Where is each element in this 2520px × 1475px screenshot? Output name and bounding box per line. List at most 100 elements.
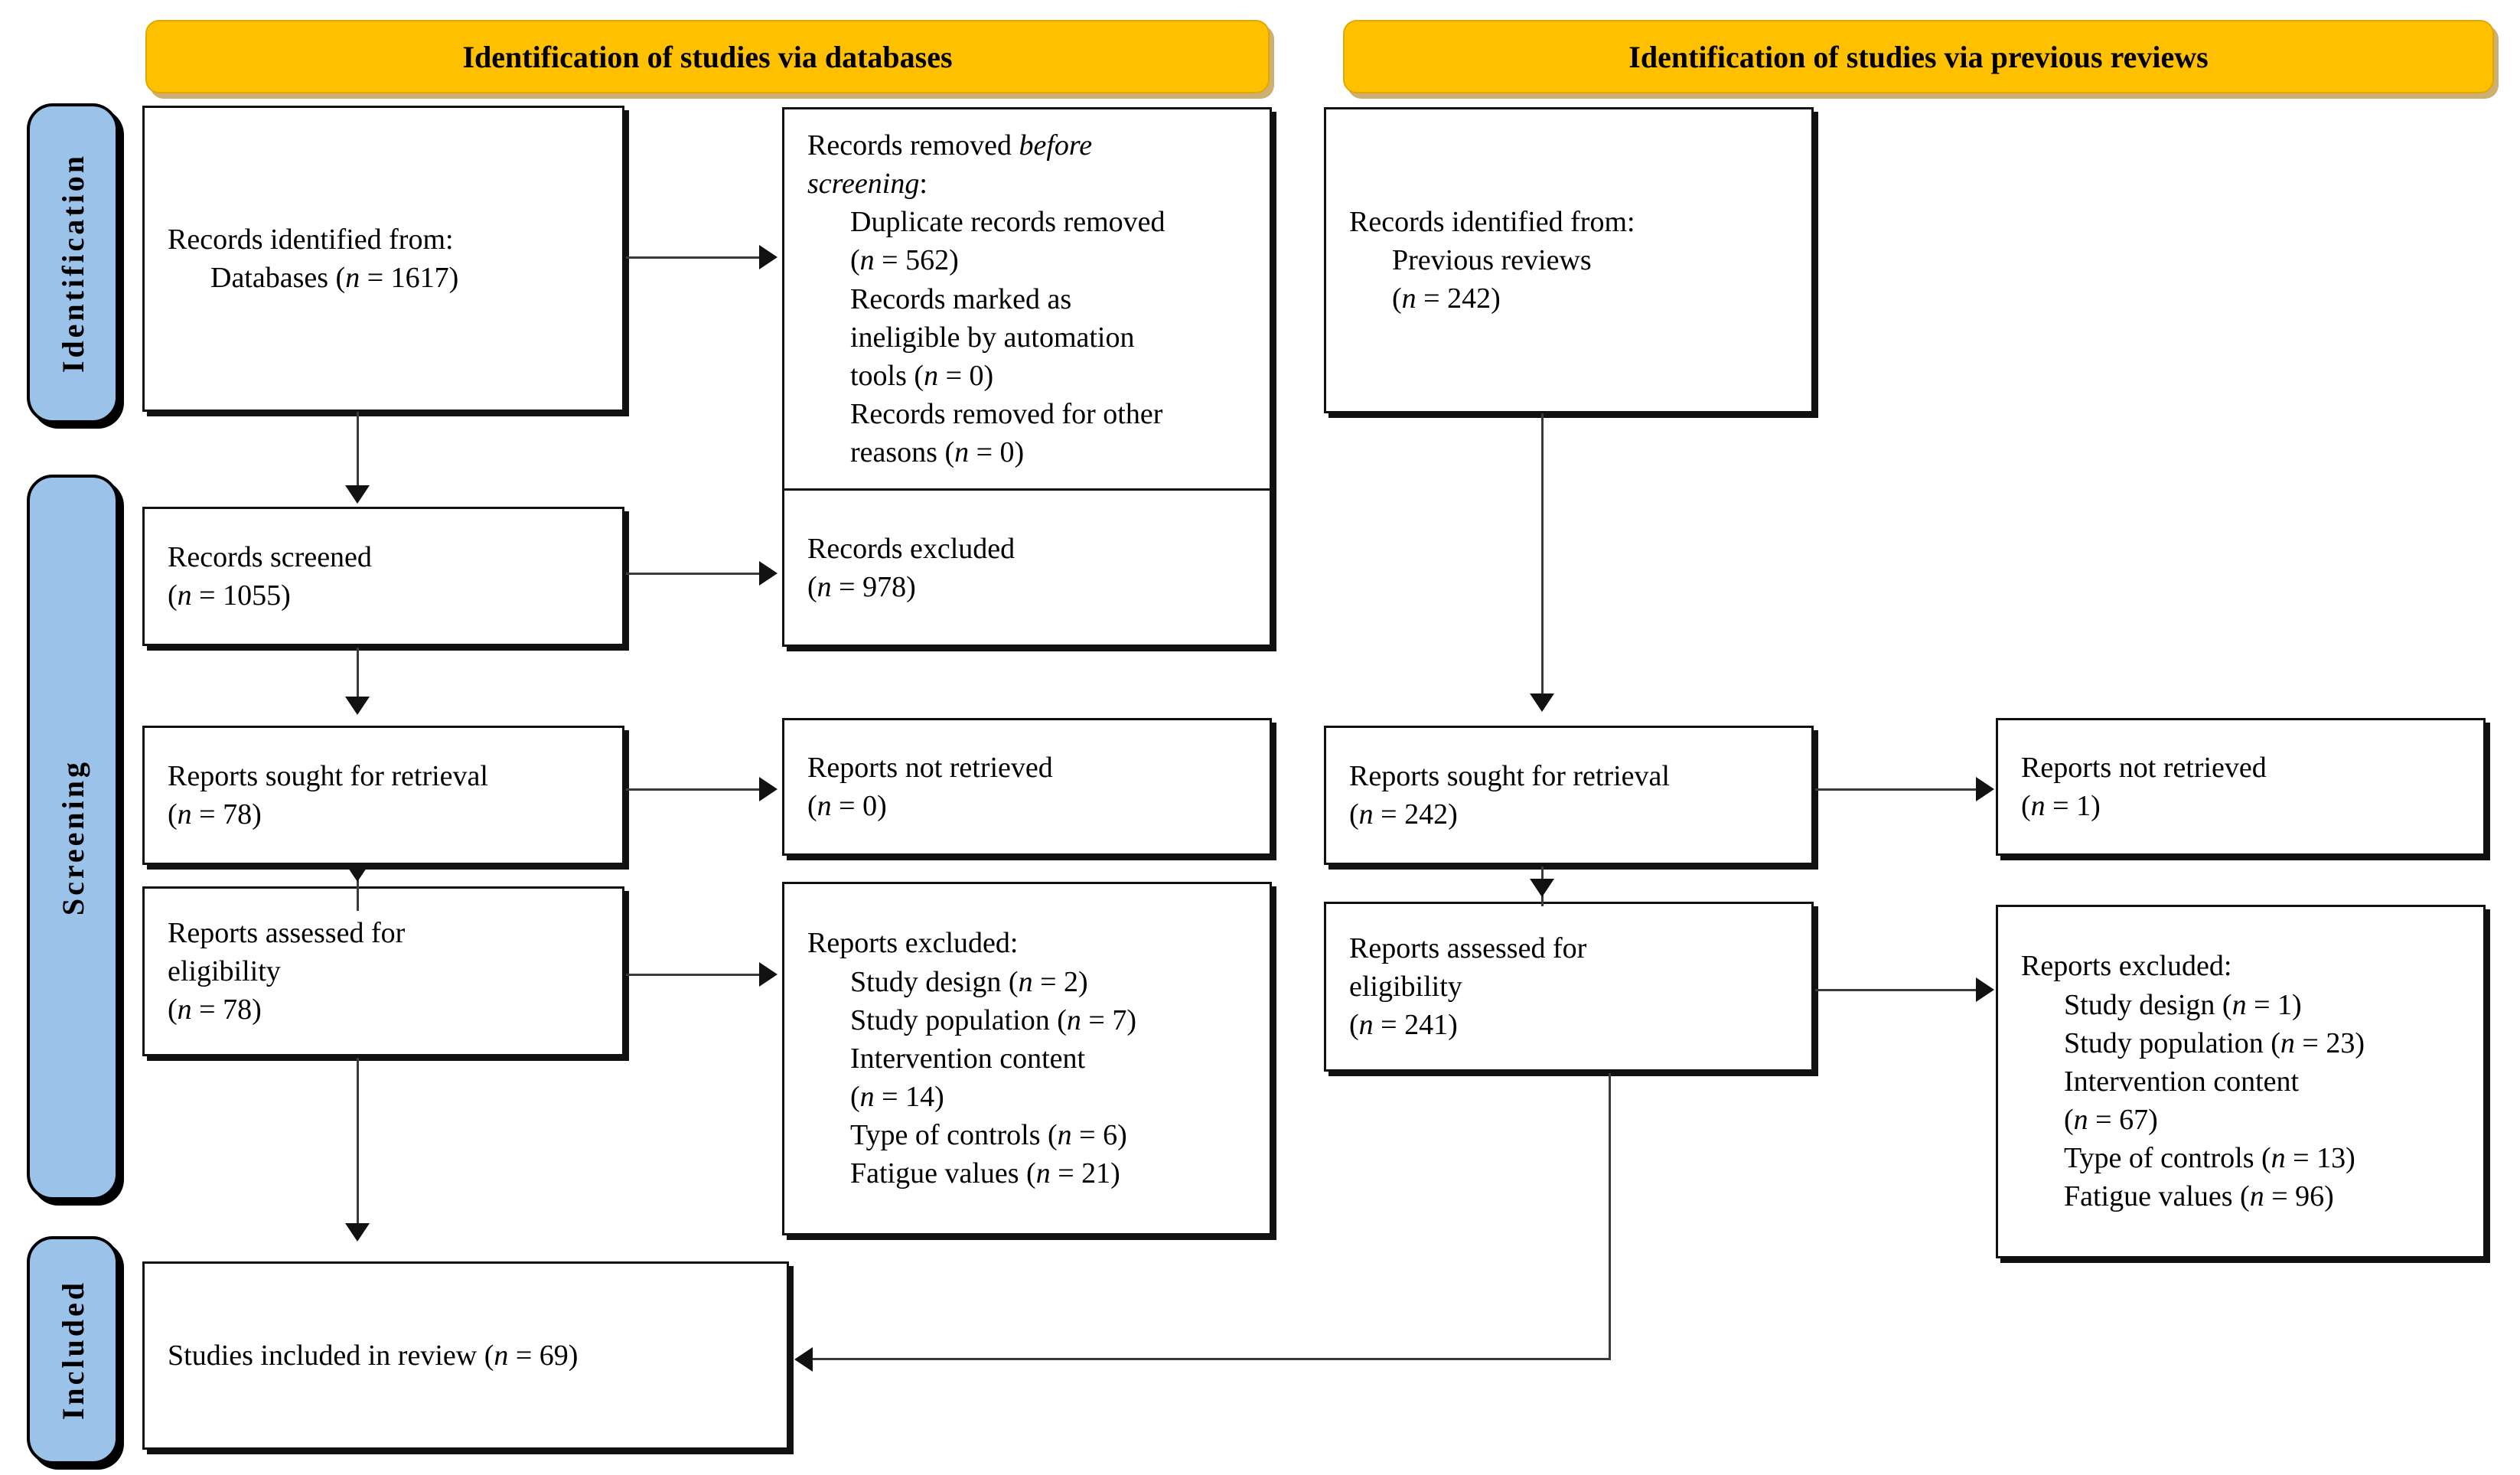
connector-assessed-to-reports-excluded [626, 974, 761, 976]
arrowhead-assessed-to-included [345, 1223, 370, 1242]
connector-prev-identified-to-sought [1541, 413, 1544, 697]
phase-tab-identification: Identification [27, 103, 119, 423]
reports-excluded-prev-item-2: Intervention content [2064, 1065, 2300, 1098]
connector-screened-to-excluded [626, 573, 761, 575]
reports-excluded-databases-item-2: Intervention content [850, 1042, 1086, 1075]
reports-excluded-databases-item-3: (n = 14) [850, 1081, 944, 1114]
reports-assessed-databases-line3: (n = 78) [168, 994, 262, 1026]
arrowhead-identified-to-removed [759, 245, 778, 269]
reports-excluded-prev-item-5: Fatigue values (n = 96) [2064, 1180, 2334, 1213]
reports-sought-databases-line2: (n = 78) [168, 798, 262, 831]
arrowhead-prev-identified-to-sought [1530, 693, 1554, 712]
arrowhead-prev-sought-to-not-retrieved [1976, 777, 1994, 801]
studies-included-line1: Studies included in review (n = 69) [168, 1339, 579, 1372]
banner-previous-reviews: Identification of studies via previous r… [1343, 20, 2494, 93]
records-removed-item-0: Duplicate records removed [850, 206, 1165, 239]
records-identified-line1: Records identified from: [168, 223, 454, 256]
box-reports-excluded-previous-reviews: Reports excluded: Study design (n = 1) S… [1996, 905, 2486, 1258]
records-removed-heading-line2: screening: [807, 165, 1247, 203]
records-identified-prev-line1: Records identified from: [1349, 205, 1635, 238]
reports-excluded-databases-item-1: Study population (n = 7) [850, 1003, 1136, 1036]
box-records-removed-and-excluded: Records removed before screening: Duplic… [782, 107, 1272, 647]
connector-identified-to-removed [626, 256, 761, 259]
records-removed-item-4: tools (n = 0) [850, 359, 994, 392]
records-excluded-line1: Records excluded [807, 532, 1015, 565]
reports-sought-prev-line2: (n = 242) [1349, 798, 1458, 831]
connector-sought-to-not-retrieved [626, 788, 761, 791]
records-removed-before-screening: Records removed before screening: Duplic… [784, 109, 1270, 491]
banner-databases: Identification of studies via databases [145, 20, 1270, 93]
arrowhead-screened-to-sought [345, 697, 370, 715]
arrowhead-assessed-to-reports-excluded [759, 962, 778, 987]
box-records-identified-previous-reviews: Records identified from: Previous review… [1324, 107, 1814, 413]
records-identified-line2: Databases (n = 1617) [210, 262, 459, 294]
connector-screened-to-sought [357, 648, 359, 698]
records-identified-prev-line2: Previous reviews [1392, 243, 1592, 276]
records-identified-prev-line3: (n = 242) [1392, 282, 1501, 315]
connector-prev-assessed-to-reports-excluded [1815, 989, 1977, 991]
connector-identified-to-screened [357, 412, 359, 488]
records-removed-item-3: ineligible by automation [850, 321, 1135, 354]
phase-tab-identification-label: Identification [55, 153, 90, 374]
phase-tab-included: Included [27, 1236, 119, 1464]
records-removed-heading-colon: : [919, 168, 927, 201]
records-removed-item-2: Records marked as [850, 282, 1072, 315]
box-reports-assessed-previous-reviews: Reports assessed for eligibility (n = 24… [1324, 902, 1814, 1072]
box-reports-sought-previous-reviews: Reports sought for retrieval (n = 242) [1324, 726, 1814, 865]
records-removed-item-1: (n = 562) [850, 244, 959, 277]
box-records-identified-databases: Records identified from: Databases (n = … [142, 106, 624, 412]
reports-excluded-prev-item-3: (n = 67) [2064, 1104, 2158, 1137]
reports-assessed-databases-line2: eligibility [168, 955, 281, 987]
box-records-screened: Records screened (n = 1055) [142, 507, 624, 646]
connector-assessed-to-included [357, 1058, 359, 1226]
phase-tab-included-label: Included [55, 1280, 90, 1421]
arrowhead-prev-sought-to-assessed [1530, 879, 1554, 897]
reports-assessed-prev-line3: (n = 241) [1349, 1009, 1458, 1042]
box-studies-included: Studies included in review (n = 69) [142, 1261, 789, 1450]
records-removed-heading-emphasis2: screening [807, 168, 920, 201]
box-reports-not-retrieved-previous-reviews: Reports not retrieved (n = 1) [1996, 718, 2486, 856]
arrowhead-screened-to-excluded [759, 561, 778, 586]
reports-sought-prev-line1: Reports sought for retrieval [1349, 759, 1670, 792]
phase-tab-screening-label: Screening [55, 759, 90, 916]
arrowhead-prev-assessed-to-reports-excluded [1976, 977, 1994, 1002]
records-removed-heading: Records removed before [807, 126, 1247, 165]
reports-not-retrieved-prev-line2: (n = 1) [2021, 790, 2101, 822]
records-removed-item-5: Records removed for other [850, 398, 1163, 431]
reports-excluded-prev-item-4: Type of controls (n = 13) [2064, 1142, 2355, 1175]
arrowhead-identified-to-screened [345, 485, 370, 504]
reports-not-retrieved-databases-line2: (n = 0) [807, 790, 887, 822]
banner-previous-reviews-label: Identification of studies via previous r… [1628, 39, 2209, 74]
connector-prev-assessed-elbow-vertical [1609, 1073, 1611, 1360]
records-removed-item-6: reasons (n = 0) [850, 436, 1025, 469]
reports-excluded-databases-item-5: Fatigue values (n = 21) [850, 1157, 1120, 1190]
reports-excluded-databases-item-0: Study design (n = 2) [850, 965, 1088, 998]
reports-excluded-databases-heading: Reports excluded: [807, 927, 1019, 960]
records-excluded: Records excluded (n = 978) [784, 491, 1270, 644]
connector-prev-sought-to-not-retrieved [1815, 788, 1977, 791]
arrowhead-sought-to-assessed [345, 863, 370, 882]
banner-databases-label: Identification of studies via databases [462, 39, 953, 74]
records-screened-line2: (n = 1055) [168, 579, 291, 612]
reports-assessed-databases-line1: Reports assessed for [168, 916, 406, 949]
reports-excluded-prev-item-1: Study population (n = 23) [2064, 1026, 2365, 1059]
reports-assessed-prev-line1: Reports assessed for [1349, 932, 1587, 964]
reports-not-retrieved-databases-line1: Reports not retrieved [807, 751, 1053, 784]
records-excluded-line2: (n = 978) [807, 570, 916, 603]
reports-assessed-prev-line2: eligibility [1349, 970, 1462, 1003]
reports-excluded-prev-heading: Reports excluded: [2021, 950, 2232, 983]
arrowhead-prev-assessed-to-included [794, 1347, 813, 1372]
box-reports-excluded-databases: Reports excluded: Study design (n = 2) S… [782, 882, 1272, 1235]
box-reports-assessed-databases: Reports assessed for eligibility (n = 78… [142, 886, 624, 1056]
records-removed-heading-emphasis: before [1019, 129, 1093, 162]
reports-excluded-prev-item-0: Study design (n = 1) [2064, 988, 2302, 1021]
connector-prev-assessed-elbow-horizontal [813, 1358, 1611, 1360]
reports-not-retrieved-prev-line1: Reports not retrieved [2021, 751, 2267, 784]
phase-tab-screening: Screening [27, 475, 119, 1200]
box-reports-sought-databases: Reports sought for retrieval (n = 78) [142, 726, 624, 865]
connector-sought-to-assessed [357, 866, 359, 911]
box-reports-not-retrieved-databases: Reports not retrieved (n = 0) [782, 718, 1272, 856]
arrowhead-sought-to-not-retrieved [759, 777, 778, 801]
reports-excluded-databases-item-4: Type of controls (n = 6) [850, 1119, 1127, 1152]
